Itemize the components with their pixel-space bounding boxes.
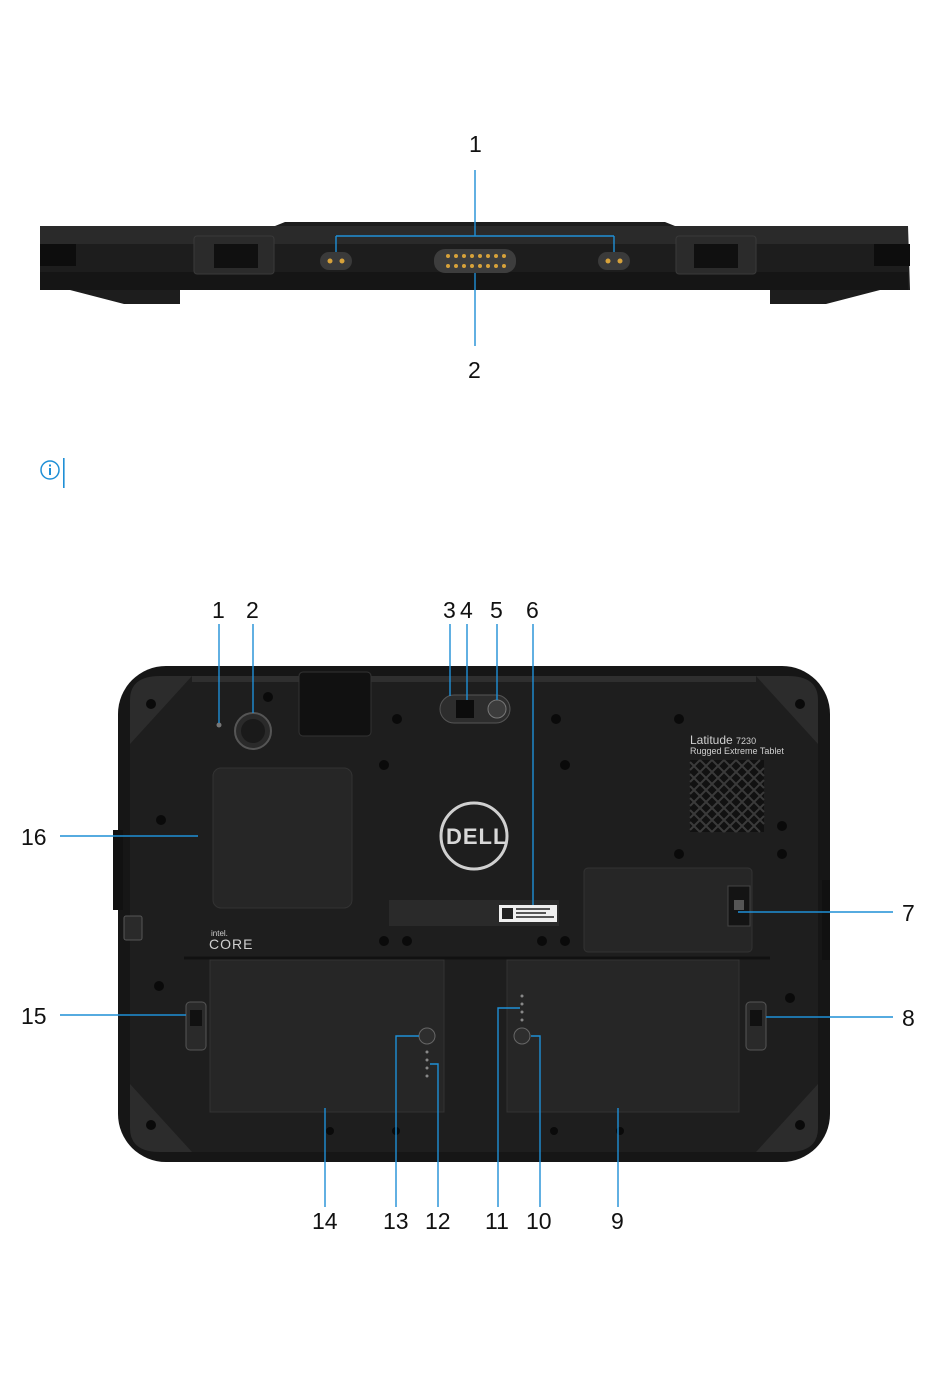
back-callout-14: 14 <box>312 1210 338 1233</box>
dell-logo: DELL <box>446 824 507 850</box>
back-callout-16: 16 <box>21 826 47 849</box>
model-name: Latitude 7230 <box>690 733 756 747</box>
intel-core-label: CORE <box>209 936 253 952</box>
speaker-grille <box>690 760 764 832</box>
access-panel-large <box>213 768 352 908</box>
back-callout-3: 3 <box>443 599 456 622</box>
back-callout-11: 11 <box>485 1210 509 1233</box>
side-port-left-lower <box>124 916 142 940</box>
battery-status-button-left <box>419 1028 435 1044</box>
back-callout-7: 7 <box>902 902 915 925</box>
expansion-door <box>584 868 752 952</box>
back-callout-1: 1 <box>212 599 225 622</box>
stylus-slot <box>299 672 371 736</box>
back-callout-13: 13 <box>383 1210 409 1233</box>
top-edge-stripe <box>192 676 756 682</box>
back-callout-5: 5 <box>490 599 503 622</box>
side-port-left <box>113 830 123 910</box>
battery-status-button-right <box>514 1028 530 1044</box>
back-callout-8: 8 <box>902 1007 915 1030</box>
microphone <box>217 723 222 728</box>
camera-flash <box>456 700 474 718</box>
camera-lens <box>488 700 506 718</box>
model-subtitle: Rugged Extreme Tablet <box>690 746 784 756</box>
side-port-right <box>822 880 830 960</box>
back-callout-10: 10 <box>526 1210 552 1233</box>
back-callout-6: 6 <box>526 599 539 622</box>
back-callout-2: 2 <box>246 599 259 622</box>
back-callout-9: 9 <box>611 1210 624 1233</box>
back-callout-4: 4 <box>460 599 473 622</box>
back-callout-12: 12 <box>425 1210 451 1233</box>
battery-right <box>507 960 739 1112</box>
back-callout-15: 15 <box>21 1005 47 1028</box>
